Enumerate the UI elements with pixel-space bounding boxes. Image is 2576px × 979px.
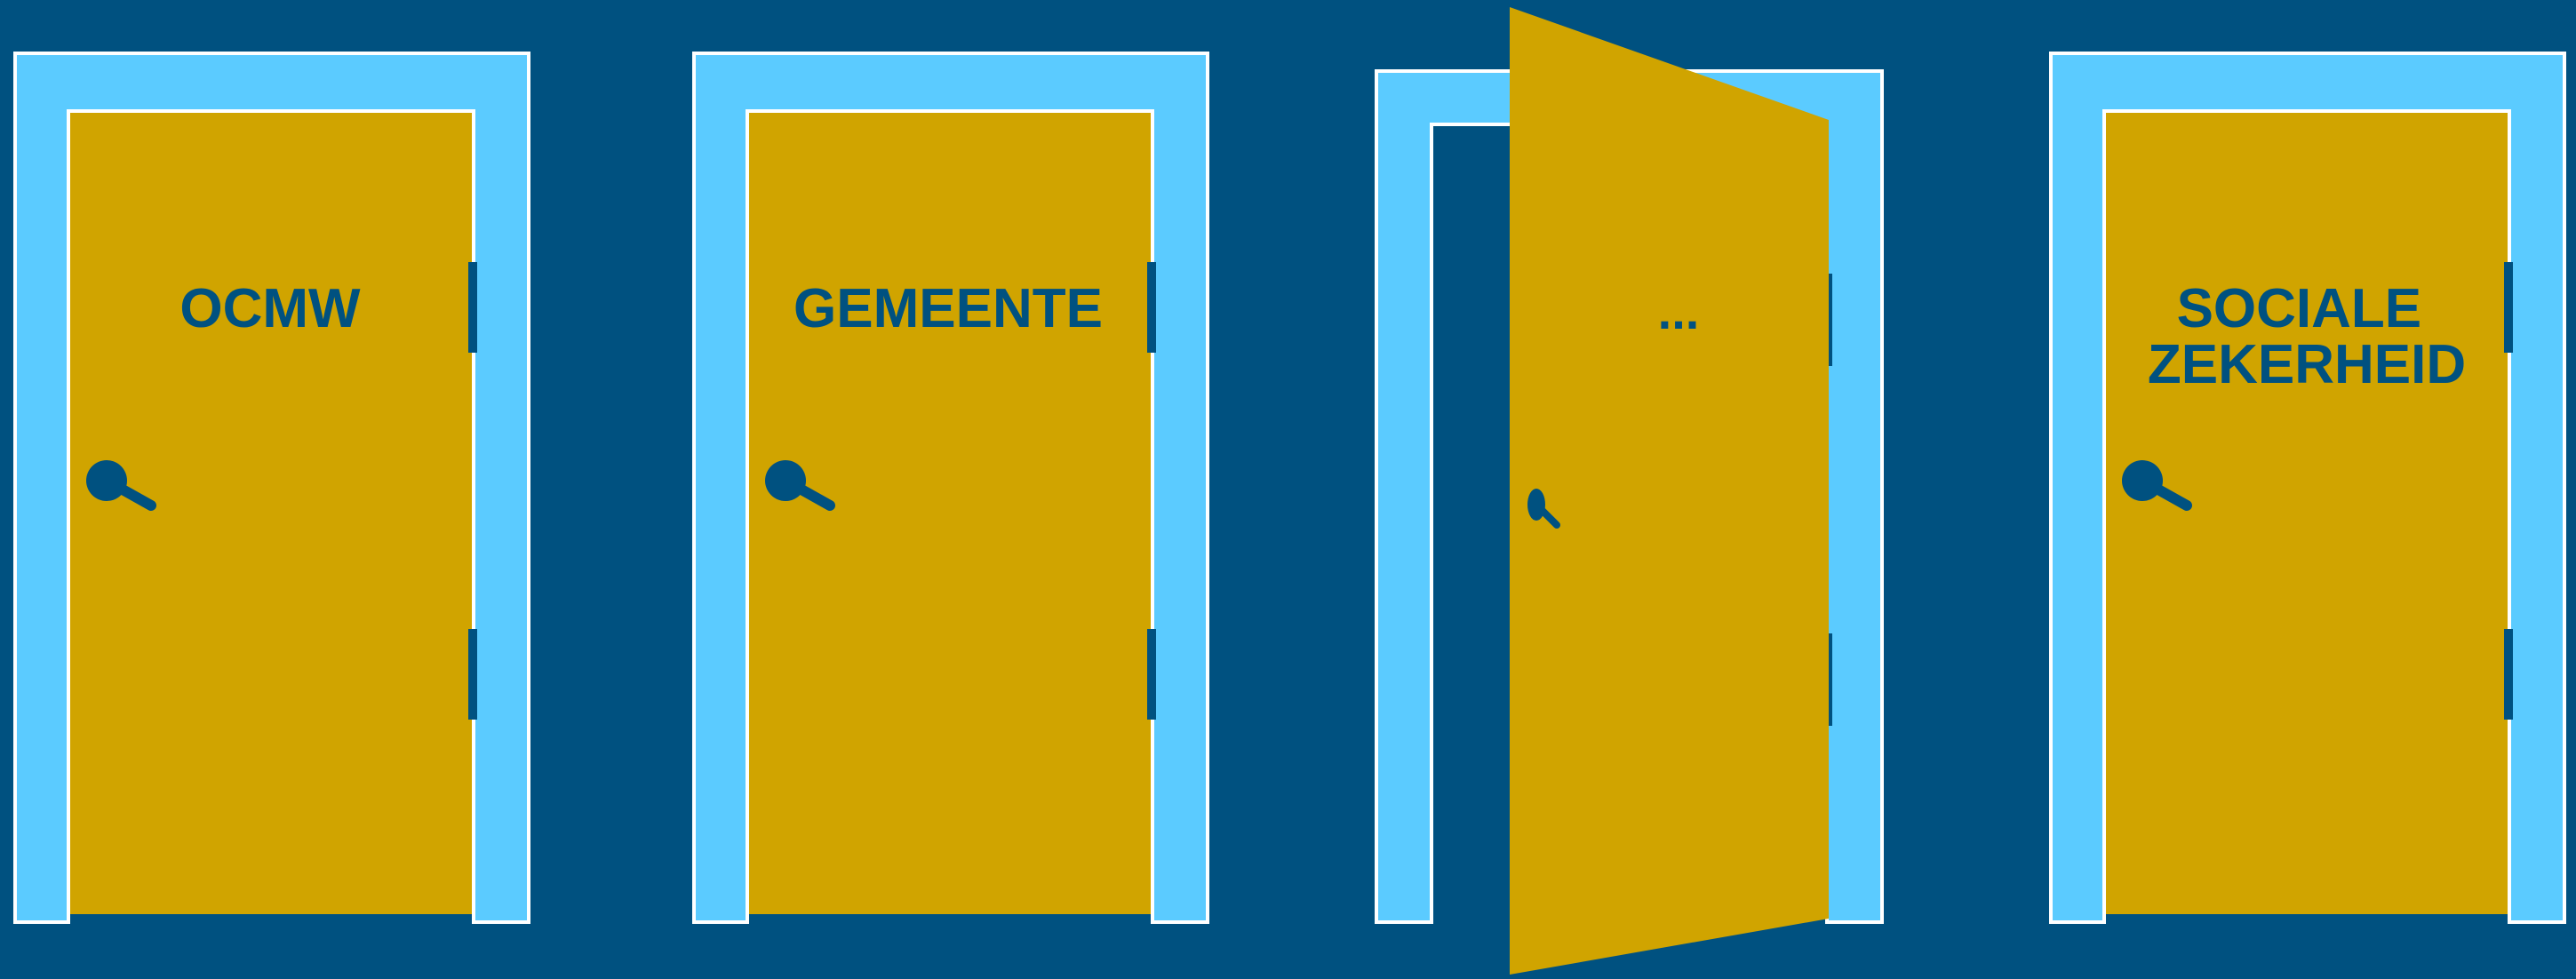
door-label: SOCIALE ZEKERHEID	[2148, 278, 2466, 395]
door-hinge	[2504, 262, 2513, 353]
door-label-line: ZEKERHEID	[2148, 334, 2466, 395]
door-label: ...	[1658, 283, 1700, 339]
door-panel	[749, 113, 1151, 914]
door-label-line: SOCIALE	[2177, 278, 2422, 339]
door-knob-icon	[86, 460, 156, 511]
door-label-line: ...	[1658, 283, 1700, 339]
door-frame	[2049, 52, 2566, 924]
door-hinge	[468, 262, 477, 353]
door-sociale-zekerheid[interactable]: SOCIALE ZEKERHEID	[2049, 52, 2566, 924]
door-label-line: OCMW	[179, 278, 361, 339]
door-panel	[70, 113, 472, 914]
door-hinge	[2504, 629, 2513, 720]
door-knob-icon	[1527, 489, 1560, 529]
door-frame	[13, 52, 530, 924]
door-ocmw[interactable]: OCMW	[13, 52, 530, 924]
door-hinge	[468, 629, 477, 720]
door-gemeente[interactable]: GEMEENTE	[692, 52, 1209, 924]
door-panel	[2106, 113, 2508, 914]
door-label-line: GEMEENTE	[794, 278, 1103, 339]
door-hinge	[1147, 262, 1156, 353]
door-label: OCMW	[179, 278, 361, 339]
door-knob-icon	[2122, 460, 2192, 511]
door-knob-icon	[765, 460, 835, 511]
door-frame	[692, 52, 1209, 924]
door-open[interactable]: ...	[1375, 7, 1884, 975]
door-hinge	[1147, 629, 1156, 720]
door-label: GEMEENTE	[794, 278, 1103, 339]
door-panel	[1510, 7, 1829, 975]
